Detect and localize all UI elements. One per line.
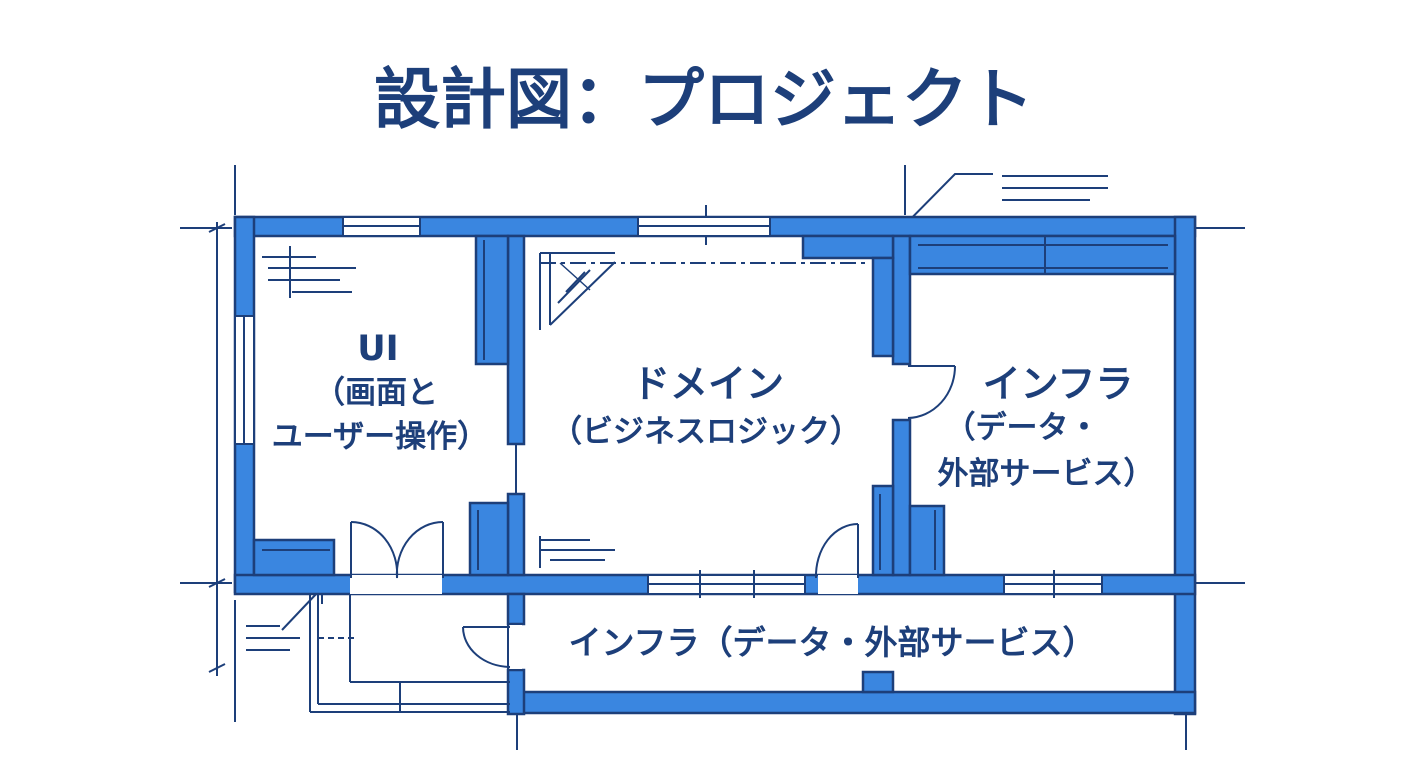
domain-room-title: ドメイン	[632, 362, 784, 406]
door-openings	[350, 366, 909, 669]
annotation-lines	[246, 173, 1108, 651]
doors	[350, 365, 956, 668]
wall-details	[262, 236, 1168, 570]
page-title: 設計図：プロジェクト	[374, 61, 1034, 138]
infra-room-title: インフラ	[983, 362, 1134, 406]
infra-room-subtitle-1: （データ・	[945, 410, 1100, 446]
ui-room-subtitle-2: ユーザー操作）	[272, 419, 488, 455]
stair-detail	[539, 252, 870, 330]
ui-room-subtitle-1: （画面と	[314, 375, 438, 411]
room-labels: UI （画面と ユーザー操作） ドメイン （ビジネスロジック） インフラ （デー…	[272, 329, 1155, 662]
infra-room-subtitle-2: 外部サービス）	[938, 456, 1155, 492]
windows	[234, 216, 1103, 598]
ui-room-title: UI	[357, 329, 398, 369]
corridor-outlines	[309, 594, 510, 713]
infra-annex-label: インフラ（データ・外部サービス）	[568, 623, 1095, 662]
domain-room-subtitle: （ビジネスロジック）	[551, 414, 861, 450]
